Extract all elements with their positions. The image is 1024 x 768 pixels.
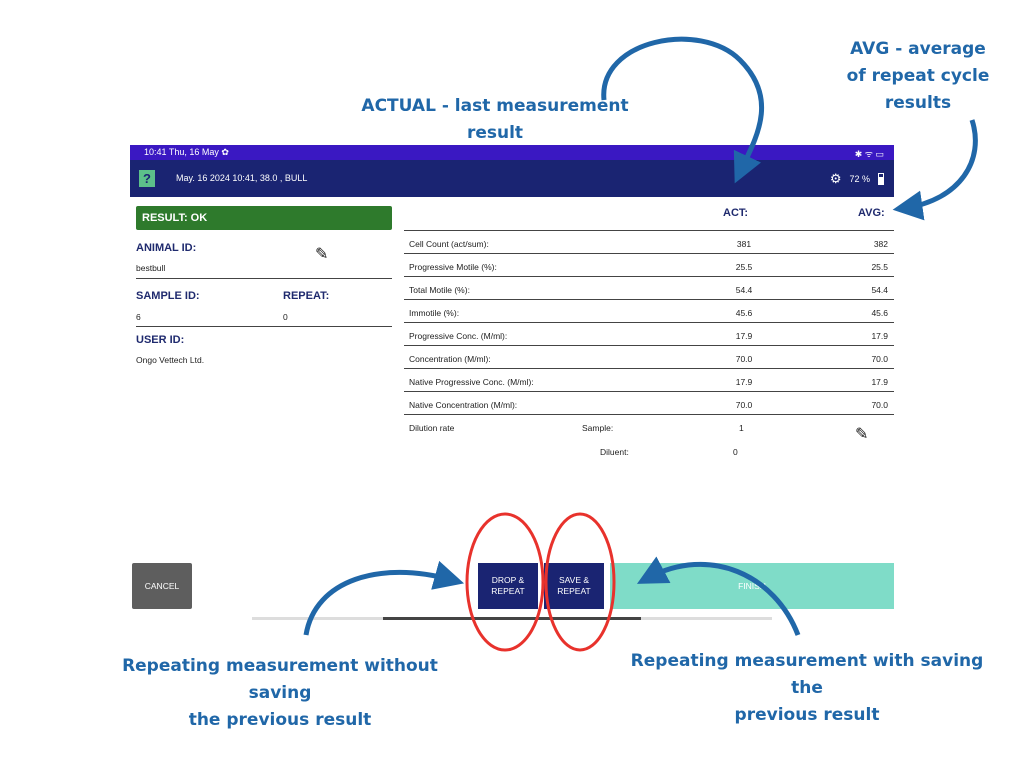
annotation-save-repeat: Repeating measurement with saving the pr… [626, 648, 988, 729]
progress-indicator [383, 617, 641, 620]
user-id-value: Ongo Vettech Ltd. [136, 355, 205, 365]
status-time-text: 10:41 Thu, 16 May [144, 147, 219, 157]
row-act-value: 381 [736, 239, 752, 249]
repeat-label: REPEAT: [283, 290, 330, 302]
row-avg-value: 54.4 [871, 285, 888, 295]
row-avg-value: 70.0 [871, 354, 888, 364]
edit-animal-pencil-icon[interactable]: ✎ [315, 246, 329, 263]
help-button[interactable]: ? [139, 170, 155, 187]
row-name: Total Motile (%): [409, 285, 470, 295]
diluent-label: Diluent: [600, 447, 629, 457]
row-act-value: 17.9 [735, 331, 753, 341]
row-name: Concentration (M/ml): [409, 354, 491, 364]
row-name: Native Concentration (M/ml): [409, 400, 518, 410]
annotation-avg-line3: results [884, 93, 952, 113]
save-button-line1: SAVE & [558, 575, 590, 585]
row-act-value: 17.9 [735, 377, 753, 387]
animal-id-label: ANIMAL ID: [136, 242, 197, 254]
row-avg-value: 17.9 [871, 377, 888, 387]
table-row: Total Motile (%): 54.4 54.4 [404, 277, 894, 300]
annotation-drop-line1: Repeating measurement without saving [122, 656, 438, 703]
dilution-rate-label: Dilution rate [409, 423, 455, 433]
row-avg-value: 382 [873, 239, 888, 249]
annotation-drop-line2: the previous result [188, 710, 372, 730]
drop-and-repeat-button[interactable]: DROP & REPEAT [478, 563, 538, 609]
finish-button[interactable]: FINISH [610, 563, 894, 609]
battery-icon [878, 173, 884, 185]
user-id-label: USER ID: [136, 334, 185, 346]
annotation-drop-repeat: Repeating measurement without saving the… [100, 653, 460, 734]
divider [136, 326, 392, 327]
row-act-value: 45.6 [735, 308, 753, 318]
battery-level: 72 % [849, 174, 870, 184]
table-row: Immotile (%): 45.6 45.6 [404, 300, 894, 323]
row-avg-value: 70.0 [871, 400, 888, 410]
repeat-value: 0 [283, 312, 288, 322]
settings-icon[interactable]: ⚙ [829, 171, 842, 186]
annotation-save-line1: Repeating measurement with saving the [630, 651, 984, 698]
row-name: Progressive Conc. (M/ml): [409, 331, 508, 341]
row-avg-value: 45.6 [871, 308, 888, 318]
app-bar: ? May. 16 2024 10:41, 38.0 , BULL ⚙ 72 % [130, 160, 894, 197]
act-column-header: ACT: [723, 207, 749, 219]
dilution-sample-value: 1 [739, 423, 744, 433]
row-name: Native Progressive Conc. (M/ml): [409, 377, 534, 387]
save-button-line2: REPEAT [557, 586, 591, 596]
cancel-button[interactable]: CANCEL [132, 563, 192, 609]
diluent-value: 0 [733, 447, 738, 457]
system-icons: ✱ ᯤ ▭ [854, 149, 884, 159]
row-name: Cell Count (act/sum): [409, 239, 489, 249]
row-name: Immotile (%): [409, 308, 460, 318]
table-row: Native Concentration (M/ml): 70.0 70.0 [404, 392, 894, 415]
annotation-avg-line1: AVG - average [850, 39, 986, 59]
row-act-value: 54.4 [735, 285, 753, 295]
app-bar-status: ⚙ 72 % [830, 171, 884, 187]
table-row: Progressive Motile (%): 25.5 25.5 [404, 254, 894, 277]
arrow-to-avg-column [892, 119, 978, 221]
annotation-actual: ACTUAL - last measurement result [361, 96, 629, 143]
row-name: Progressive Motile (%): [409, 262, 497, 272]
table-header-divider [404, 230, 894, 231]
annotation-avg: AVG - average of repeat cycle results [846, 36, 990, 117]
avg-column-header: AVG: [858, 207, 885, 219]
row-act-value: 70.0 [735, 354, 753, 364]
row-avg-value: 25.5 [871, 262, 888, 272]
row-act-value: 25.5 [735, 262, 753, 272]
arrow-to-drop-repeat [303, 560, 465, 636]
table-row: Concentration (M/ml): 70.0 70.0 [404, 346, 894, 369]
save-and-repeat-button[interactable]: SAVE & REPEAT [544, 563, 604, 609]
table-row: Progressive Conc. (M/ml): 17.9 17.9 [404, 323, 894, 346]
dilution-sample-label: Sample: [582, 423, 614, 433]
edit-dilution-pencil-icon[interactable]: ✎ [855, 426, 869, 443]
sample-id-value: 6 [136, 312, 141, 322]
row-act-value: 70.0 [735, 400, 753, 410]
sample-id-label: SAMPLE ID: [136, 290, 200, 302]
table-row: Native Progressive Conc. (M/ml): 17.9 17… [404, 369, 894, 392]
annotation-save-line2: previous result [734, 705, 880, 725]
drop-button-line2: REPEAT [491, 586, 525, 596]
status-time: 10:41 Thu, 16 May ✿ [144, 147, 229, 158]
flower-icon: ✿ [221, 147, 229, 157]
row-avg-value: 17.9 [871, 331, 888, 341]
status-bar: 10:41 Thu, 16 May ✿ ✱ ᯤ ▭ [130, 145, 894, 160]
measurement-title: May. 16 2024 10:41, 38.0 , BULL [176, 173, 308, 183]
drop-button-line1: DROP & [491, 575, 525, 585]
animal-id-value: bestbull [136, 263, 166, 273]
annotation-avg-line2: of repeat cycle [846, 66, 990, 86]
divider [136, 278, 392, 279]
table-row: Cell Count (act/sum): 381 382 [404, 231, 894, 254]
result-status-badge: RESULT: OK [136, 206, 392, 230]
